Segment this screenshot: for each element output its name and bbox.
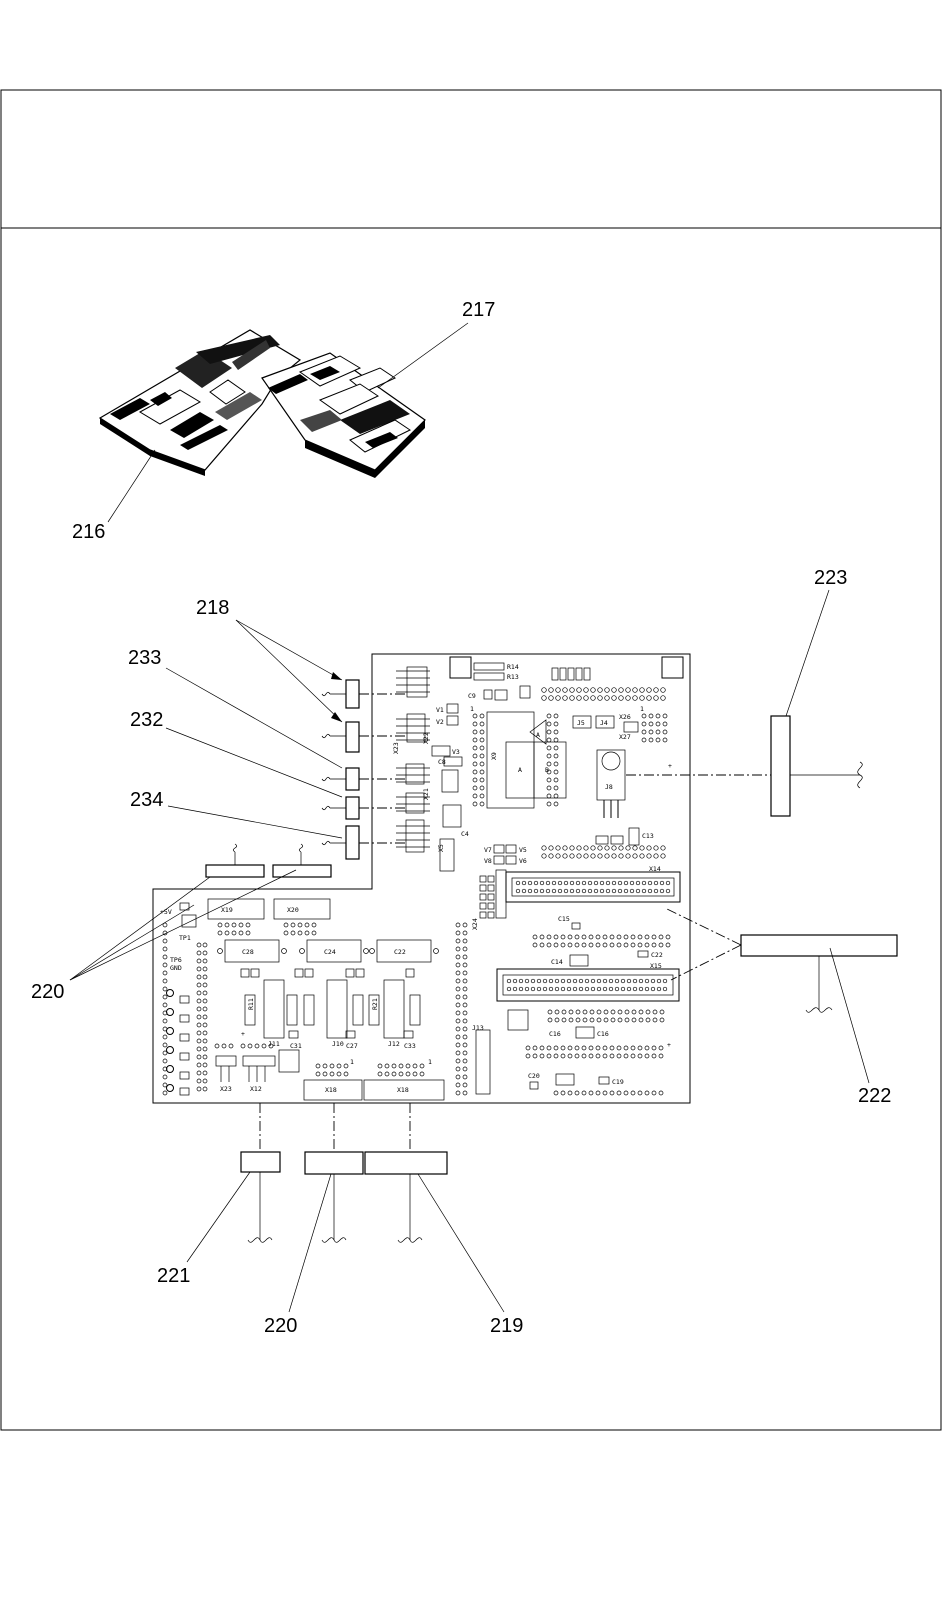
plug-218-upper bbox=[322, 680, 407, 708]
svg-text:C20: C20 bbox=[528, 1072, 540, 1080]
svg-text:J13: J13 bbox=[472, 1024, 484, 1032]
svg-text:R13: R13 bbox=[507, 673, 519, 681]
svg-text:C8: C8 bbox=[438, 758, 446, 766]
callout-234: 234 bbox=[130, 789, 163, 811]
svg-text:C28: C28 bbox=[242, 948, 254, 956]
svg-text:R21: R21 bbox=[371, 998, 379, 1010]
left-edge-connectors: X23 X22 X21 bbox=[392, 667, 430, 852]
plug-223 bbox=[626, 716, 862, 816]
svg-text:GND: GND bbox=[170, 964, 182, 972]
svg-text:C33: C33 bbox=[404, 1042, 416, 1050]
callout-233: 233 bbox=[128, 647, 161, 669]
callout-216: 216 bbox=[72, 521, 105, 543]
board-assembly-perspective bbox=[100, 330, 425, 478]
svg-text:X24: X24 bbox=[471, 918, 479, 930]
svg-text:TP1: TP1 bbox=[179, 934, 191, 942]
callout-232: 232 bbox=[130, 709, 163, 731]
svg-text:X15: X15 bbox=[650, 962, 662, 970]
svg-text:V5: V5 bbox=[519, 846, 527, 854]
plug-234 bbox=[322, 826, 406, 859]
callout-220-left: 220 bbox=[31, 981, 64, 1003]
svg-text:J5: J5 bbox=[577, 719, 585, 727]
svg-text:+: + bbox=[668, 762, 672, 770]
plug-232 bbox=[322, 797, 406, 819]
svg-text:X26: X26 bbox=[619, 713, 631, 721]
callout-223: 223 bbox=[814, 567, 847, 589]
svg-text:TP6: TP6 bbox=[170, 956, 182, 964]
plug-220-bottom bbox=[305, 1103, 363, 1242]
callout-221: 221 bbox=[157, 1265, 190, 1287]
svg-text:X23: X23 bbox=[220, 1085, 232, 1093]
svg-text:A: A bbox=[518, 766, 522, 774]
plug-220-upper-left bbox=[206, 844, 264, 877]
plug-220-upper-right bbox=[273, 844, 331, 877]
callout-220-bottom: 220 bbox=[264, 1315, 297, 1337]
svg-text:X12: X12 bbox=[250, 1085, 262, 1093]
svg-text:C24: C24 bbox=[324, 948, 336, 956]
svg-text:C14: C14 bbox=[551, 958, 563, 966]
svg-text:C15: C15 bbox=[558, 915, 570, 923]
svg-text:1: 1 bbox=[350, 1058, 354, 1066]
svg-text:C9: C9 bbox=[468, 692, 476, 700]
svg-text:J12: J12 bbox=[388, 1040, 400, 1048]
svg-text:C4: C4 bbox=[461, 830, 469, 838]
svg-text:X22: X22 bbox=[422, 732, 430, 744]
svg-text:C31: C31 bbox=[290, 1042, 302, 1050]
callout-222: 222 bbox=[858, 1085, 891, 1107]
svg-text:1: 1 bbox=[470, 705, 474, 713]
svg-text:X21: X21 bbox=[422, 788, 430, 800]
svg-text:+: + bbox=[241, 1030, 245, 1038]
plug-221 bbox=[241, 1103, 280, 1242]
svg-text:X9: X9 bbox=[490, 752, 498, 760]
callout-218: 218 bbox=[196, 597, 229, 619]
svg-text:C16: C16 bbox=[597, 1030, 609, 1038]
svg-text:V1: V1 bbox=[436, 706, 444, 714]
svg-text:R11: R11 bbox=[247, 998, 255, 1010]
svg-text:J4: J4 bbox=[600, 719, 608, 727]
svg-text:C19: C19 bbox=[612, 1078, 624, 1086]
callout-219: 219 bbox=[490, 1315, 523, 1337]
svg-text:V3: V3 bbox=[452, 748, 460, 756]
svg-text:+: + bbox=[667, 1041, 671, 1049]
plug-222 bbox=[665, 908, 897, 1012]
svg-text:V7: V7 bbox=[484, 846, 492, 854]
page-frame bbox=[1, 90, 941, 1430]
svg-text:X23: X23 bbox=[392, 742, 400, 754]
svg-text:V2: V2 bbox=[436, 718, 444, 726]
svg-text:J10: J10 bbox=[332, 1040, 344, 1048]
svg-text:C16: C16 bbox=[549, 1030, 561, 1038]
svg-text:V8: V8 bbox=[484, 857, 492, 865]
svg-text:C27: C27 bbox=[346, 1042, 358, 1050]
plug-219 bbox=[365, 1103, 447, 1242]
svg-text:A: A bbox=[536, 731, 540, 739]
svg-text:X27: X27 bbox=[619, 733, 631, 741]
svg-text:C22: C22 bbox=[394, 948, 406, 956]
svg-text:V6: V6 bbox=[519, 857, 527, 865]
svg-text:C13: C13 bbox=[642, 832, 654, 840]
main-circuit-board: R14 R13 X23 X22 X21 bbox=[153, 654, 690, 1103]
svg-text:X5: X5 bbox=[437, 844, 445, 852]
callout-217: 217 bbox=[462, 299, 495, 321]
svg-text:1: 1 bbox=[640, 705, 644, 713]
svg-text:X18: X18 bbox=[325, 1086, 337, 1094]
svg-text:1: 1 bbox=[428, 1058, 432, 1066]
svg-text:C22: C22 bbox=[651, 951, 663, 959]
svg-text:X18: X18 bbox=[397, 1086, 409, 1094]
svg-text:X14: X14 bbox=[649, 865, 661, 873]
svg-text:R14: R14 bbox=[507, 663, 519, 671]
svg-text:J8: J8 bbox=[605, 783, 613, 791]
svg-text:X19: X19 bbox=[221, 906, 233, 914]
svg-text:X20: X20 bbox=[287, 906, 299, 914]
plug-233 bbox=[322, 768, 406, 790]
